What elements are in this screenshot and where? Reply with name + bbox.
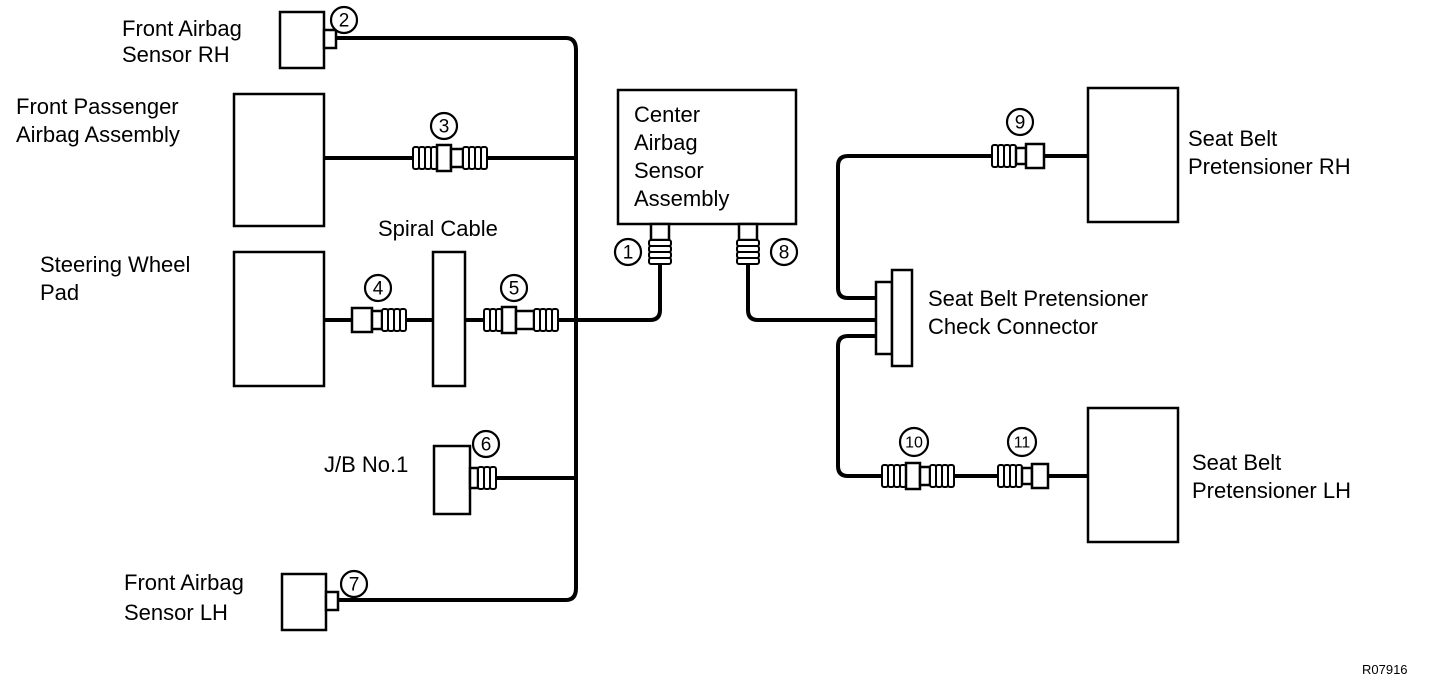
figure-code: R07916 <box>1362 662 1408 677</box>
svg-text:9: 9 <box>1015 113 1026 134</box>
pretensioner-feed-wire <box>746 260 878 322</box>
label-spiral-cable: Spiral Cable <box>378 216 498 241</box>
connector-9 <box>991 142 1046 170</box>
connector-number-callouts: 1 2 3 4 5 6 7 8 <box>329 5 1038 599</box>
label-pretensioner-check-connector: Seat Belt Pretensioner Check Connector <box>928 286 1154 339</box>
svg-text:8: 8 <box>779 243 790 264</box>
pretensioner-check-connector <box>874 280 894 356</box>
svg-text:6: 6 <box>481 435 492 456</box>
callout-2: 2 <box>329 5 359 35</box>
label-seat-belt-pretensioner-lh: Seat Belt Pretensioner LH <box>1192 450 1351 503</box>
connector-5 <box>483 305 559 335</box>
svg-text:7: 7 <box>349 575 360 596</box>
connector-2 <box>322 28 338 50</box>
label-front-airbag-sensor-lh: Front Airbag Sensor LH <box>124 570 250 625</box>
callout-7: 7 <box>339 569 369 599</box>
callout-10: 10 <box>898 426 930 458</box>
connector-1 <box>648 222 672 265</box>
pretensioner-lh-wire <box>836 334 1090 478</box>
seat-belt-pretensioner-lh-box <box>1086 406 1180 544</box>
connector-6 <box>468 466 497 490</box>
label-front-airbag-sensor-rh: Front Airbag Sensor RH <box>122 16 248 67</box>
callout-8: 8 <box>769 237 799 267</box>
label-center-airbag-sensor: Center Airbag Sensor Assembly <box>634 102 729 211</box>
callout-6: 6 <box>471 429 501 459</box>
label-front-passenger-airbag: Front Passenger Airbag Assembly <box>16 94 185 147</box>
label-jb-no1: J/B No.1 <box>324 452 408 477</box>
pretensioner-check-connector-body <box>890 268 914 368</box>
svg-text:10: 10 <box>905 435 923 452</box>
front-passenger-airbag-box <box>232 92 326 228</box>
connector-3 <box>412 143 488 173</box>
svg-text:3: 3 <box>439 117 450 138</box>
front-airbag-sensor-rh-box <box>278 10 326 70</box>
callout-5: 5 <box>499 273 529 303</box>
callout-11: 11 <box>1006 426 1038 458</box>
connector-7 <box>324 590 340 612</box>
svg-text:5: 5 <box>509 279 520 300</box>
component-labels: Front Airbag Sensor RH Front Passenger A… <box>16 16 1351 625</box>
center-airbag-sensor-box <box>616 88 798 226</box>
seat-belt-pretensioner-rh-box <box>1086 86 1180 224</box>
connector-10 <box>881 461 955 491</box>
front-airbag-sensor-lh-box <box>280 572 328 632</box>
callout-9: 9 <box>1005 107 1035 137</box>
center-sensor-wire <box>574 260 662 322</box>
label-seat-belt-pretensioner-rh: Seat Belt Pretensioner RH <box>1188 126 1351 179</box>
svg-text:1: 1 <box>623 243 634 264</box>
pretensioner-rh-wire <box>836 154 1090 300</box>
label-steering-wheel-pad: Steering Wheel Pad <box>40 252 197 305</box>
svg-text:2: 2 <box>339 11 350 32</box>
spiral-cable-box <box>431 250 467 388</box>
svg-text:11: 11 <box>1014 435 1031 452</box>
steering-wheel-pad-box <box>232 250 326 388</box>
connector-11 <box>997 462 1050 490</box>
callout-4: 4 <box>363 273 393 303</box>
svg-text:4: 4 <box>373 279 384 300</box>
connector-4 <box>350 306 407 334</box>
connector-8 <box>736 222 760 265</box>
callout-3: 3 <box>429 111 459 141</box>
callout-1: 1 <box>613 237 643 267</box>
jb-no1-box <box>432 444 472 516</box>
